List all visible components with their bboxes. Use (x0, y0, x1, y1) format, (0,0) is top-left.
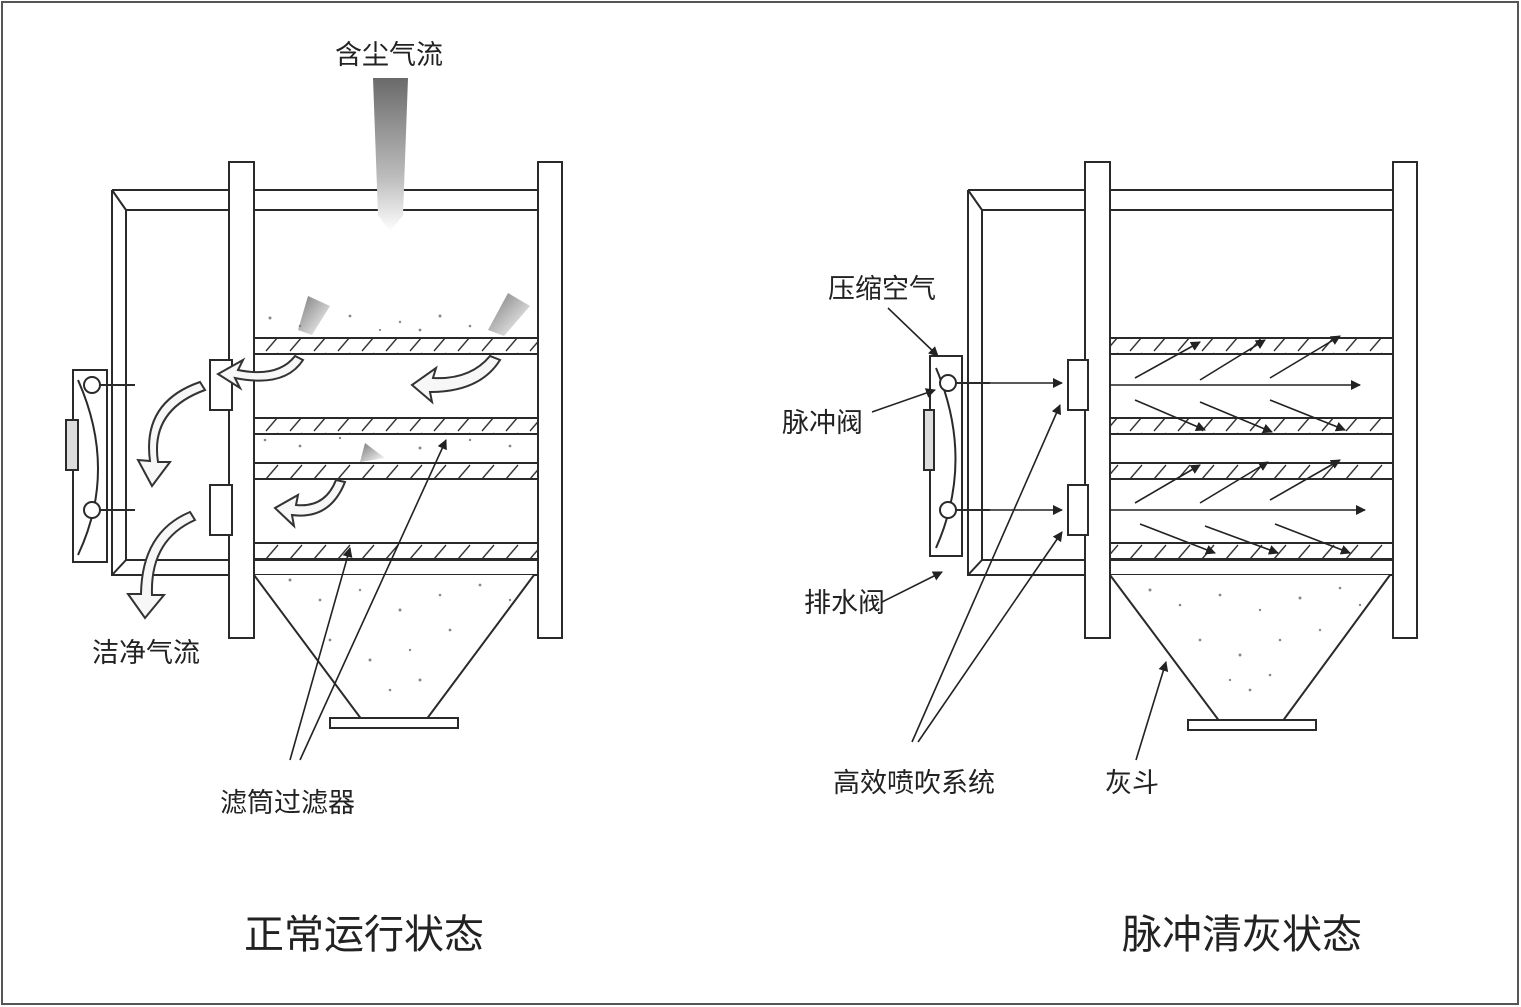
label-pulse-valve: 脉冲阀 (782, 408, 863, 439)
right-leaders (871, 307, 1169, 761)
left-tube-sheet (228, 161, 255, 639)
left-cartridges (253, 337, 539, 560)
left-hopper (253, 574, 535, 721)
label-cartridge-filter: 滤筒过滤器 (220, 788, 355, 819)
right-cartridges (1109, 337, 1394, 560)
left-panel (65, 161, 563, 729)
left-leaders (289, 439, 447, 761)
label-dusty-airflow: 含尘气流 (335, 40, 443, 71)
label-drain-valve: 排水阀 (804, 588, 885, 619)
label-ash-hopper: 灰斗 (1105, 768, 1159, 799)
right-dust (1148, 586, 1362, 692)
right-hopper (1109, 574, 1391, 723)
label-clean-airflow: 洁净气流 (92, 638, 200, 669)
caption-normal-operation: 正常运行状态 (244, 912, 484, 958)
caption-pulse-cleaning: 脉冲清灰状态 (1122, 912, 1362, 958)
label-compressed-air: 压缩空气 (828, 274, 936, 305)
dusty-inflow-arrow (373, 78, 408, 232)
left-right-wall (537, 161, 563, 639)
left-flow-arrows (126, 354, 502, 620)
label-blowing-system: 高效喷吹系统 (833, 768, 995, 799)
left-dust (263, 314, 512, 692)
right-right-wall (1392, 161, 1418, 639)
right-panel (923, 161, 1418, 731)
pulse-jet-arrows (990, 335, 1366, 555)
